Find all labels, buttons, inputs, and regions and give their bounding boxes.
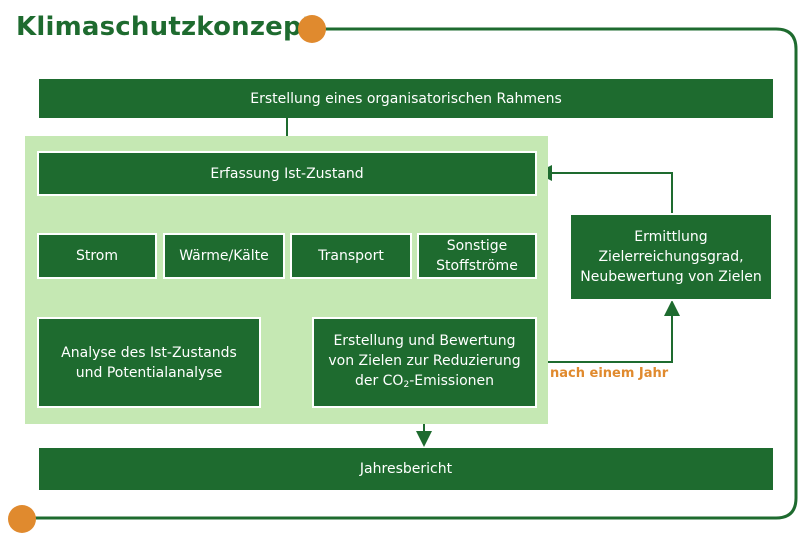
ziele-text: Erstellung und Bewertung von Zielen zur … <box>328 332 521 390</box>
cycle-start-dot <box>298 15 326 43</box>
box-ziele: Erstellung und Bewertung von Zielen zur … <box>312 317 537 408</box>
box-transport: Transport <box>290 233 412 279</box>
box-waerme: Wärme/Kälte <box>163 233 285 279</box>
box-jahresbericht: Jahresbericht <box>39 448 773 490</box>
annual-note: nach einem Jahr <box>550 366 669 381</box>
box-rahmen: Erstellung eines organisatorischen Rahme… <box>39 79 773 118</box>
cycle-end-dot <box>8 505 36 533</box>
arrow-ziele-ermittlung <box>535 300 680 363</box>
box-erfassung: Erfassung Ist-Zustand <box>37 151 537 196</box>
diagram-title: Klimaschutzkonzept <box>16 12 315 42</box>
arrow-ermittlung-erfassung <box>536 165 673 213</box>
box-ermittlung: Ermittlung Zielerreichungsgrad, Neubewer… <box>569 213 773 301</box>
box-strom: Strom <box>37 233 157 279</box>
box-sonstige: Sonstige Stoffströme <box>417 233 537 279</box>
outer-cycle-line <box>34 27 798 520</box>
box-analyse: Analyse des Ist-Zustands und Potentialan… <box>37 317 261 408</box>
